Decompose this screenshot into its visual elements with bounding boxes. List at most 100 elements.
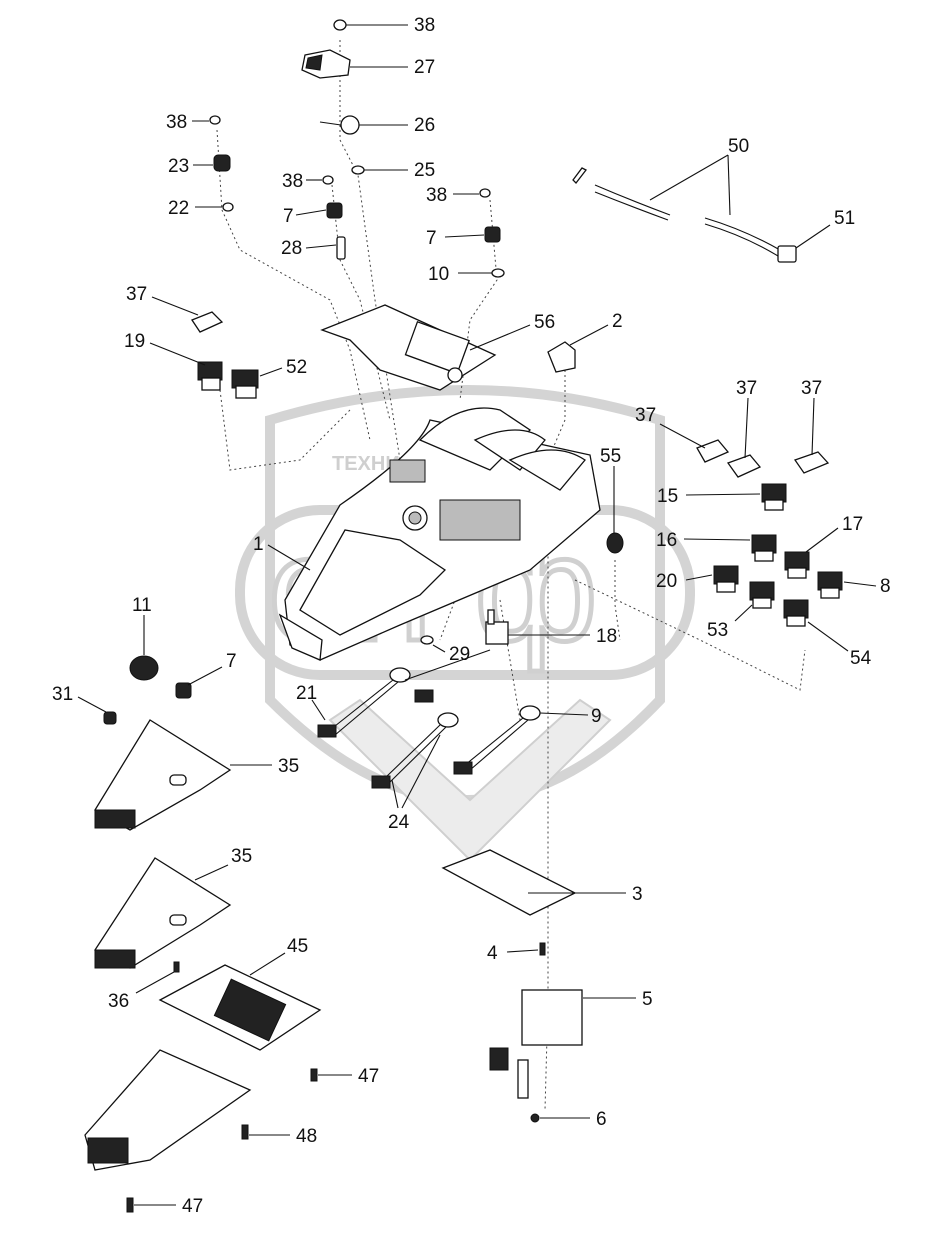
part-54-switch [783,599,809,627]
console-housing [278,407,601,661]
part-10-washer [491,268,505,278]
callouts: 38 27 38 26 23 25 38 22 38 50 7 51 28 7 … [52,15,891,1217]
part-7-knob-left [175,682,192,699]
part-50-cables [572,167,781,257]
callout-10: 10 [428,264,449,285]
callout-37: 37 [635,405,656,426]
callout-29: 29 [449,644,470,665]
part-47-screw-b [126,1197,134,1213]
callout-7: 7 [226,651,237,672]
part-48-screw [241,1124,249,1140]
part-51-connector [777,245,797,263]
callout-35: 35 [278,756,299,777]
callout-28: 28 [281,238,302,259]
callout-47: 47 [182,1196,203,1217]
part-15-switch [761,483,787,511]
part-19-switch [197,361,223,391]
callout-24: 24 [388,812,410,833]
part-5-mechanism [489,989,583,1099]
part-11-knob [129,655,159,681]
callout-21: 21 [296,683,317,704]
callout-51: 51 [834,208,855,229]
part-37-cap-left [191,311,224,333]
callout-7: 7 [283,206,294,227]
callout-48: 48 [296,1126,317,1147]
callout-47: 47 [358,1066,379,1087]
callout-54: 54 [850,648,872,669]
callout-7: 7 [426,228,437,249]
part-47-screw-a [310,1068,318,1082]
part-37-cap-c [793,451,830,474]
callout-6: 6 [596,1109,607,1130]
callout-23: 23 [168,156,189,177]
part-2-cap [547,341,576,373]
callout-38: 38 [166,112,187,133]
part-36-screw [173,961,180,973]
callout-31: 31 [52,684,73,705]
part-38-left [209,115,221,125]
callout-37: 37 [126,284,147,305]
part-53-switch [749,581,775,609]
callout-35: 35 [231,846,252,867]
callout-20: 20 [656,571,677,592]
part-9-harness [453,705,541,775]
part-25-nut [351,165,365,175]
callout-19: 19 [124,331,145,352]
part-3-plate [441,849,577,916]
part-23-knob [213,154,231,172]
callout-38: 38 [282,171,303,192]
part-29-nut [420,635,434,645]
callout-17: 17 [842,514,863,535]
callout-38: 38 [414,15,435,36]
part-38-top [333,19,347,31]
callout-25: 25 [414,160,435,181]
part-base-plate [84,1049,252,1171]
part-20-switch [713,565,739,593]
part-6-screw [530,1113,540,1123]
part-38-right [479,188,491,198]
callout-4: 4 [487,943,498,964]
part-38-mid [322,175,334,185]
callout-5: 5 [642,989,653,1010]
part-17-switch [784,551,810,579]
callout-26: 26 [414,115,435,136]
callout-9: 9 [591,706,602,727]
callout-36: 36 [108,991,129,1012]
part-16-switch [751,534,777,562]
callout-16: 16 [656,530,677,551]
part-22-washer [222,202,234,212]
part-56-panel [320,304,497,391]
part-4-screw [539,942,546,956]
callout-27: 27 [414,57,435,78]
part-27-lever [301,49,351,79]
part-24-harness [371,712,459,789]
part-55-knob [606,532,624,554]
part-28-pin [336,236,346,260]
part-21-harness [317,649,491,738]
callout-45: 45 [287,936,308,957]
callout-2: 2 [612,311,623,332]
callout-8: 8 [880,576,891,597]
callout-55: 55 [600,446,621,467]
callout-1: 1 [253,534,264,555]
callout-11: 11 [132,595,152,616]
callout-56: 56 [534,312,555,333]
callout-37: 37 [801,378,822,399]
callout-38: 38 [426,185,447,206]
part-8-switch [817,571,843,599]
part-35-board-lower [94,857,232,969]
callout-22: 22 [168,198,189,219]
part-37-cap-b [726,454,762,478]
part-52-switch [231,369,259,399]
callout-37: 37 [736,378,757,399]
part-7-knob-right [484,226,501,243]
part-7-knob-mid [326,202,343,219]
part-35-board-upper [94,719,232,831]
callout-15: 15 [657,486,678,507]
part-45-board [158,964,322,1051]
callout-52: 52 [286,357,307,378]
part-31-knob [103,711,117,725]
callout-3: 3 [632,884,643,905]
part-18-toggle [485,609,509,645]
part-37-cap-a [696,439,730,463]
